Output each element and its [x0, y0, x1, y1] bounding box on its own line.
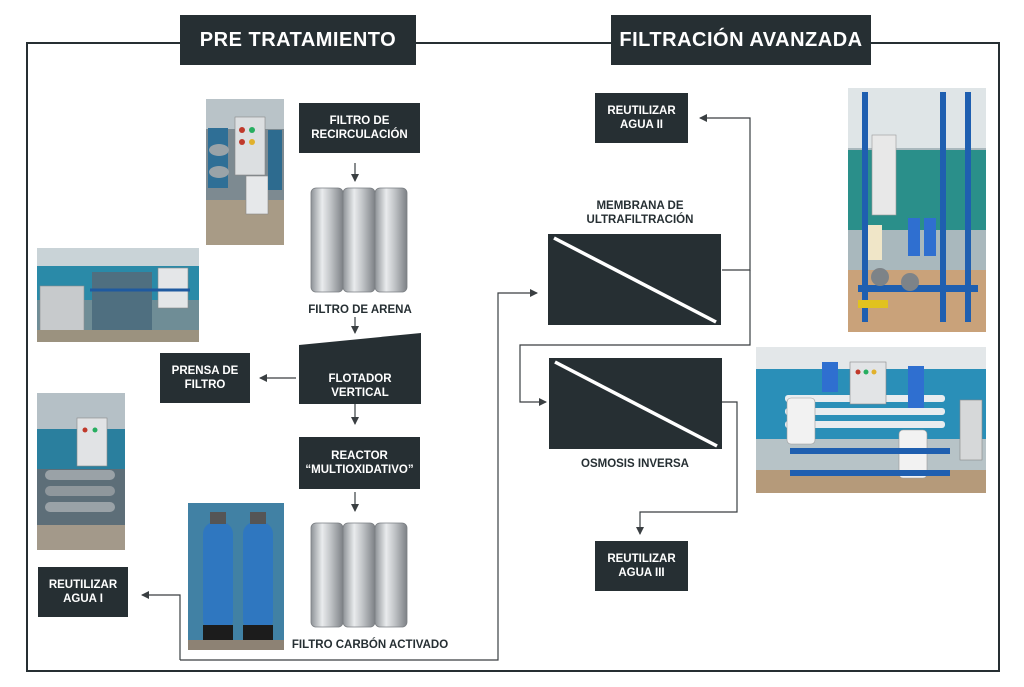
arrow-to-reuse-1: [141, 591, 181, 660]
header-pretreatment: PRE TRATAMIENTO: [180, 15, 416, 65]
photo-recirculation-equipment: [206, 99, 284, 245]
diagram-frame: [26, 42, 1000, 672]
arrow-uf-to-osmosis: [519, 270, 751, 406]
filter-press-label: PRENSA DE FILTRO: [171, 365, 239, 391]
reuse-water-2-box: REUTILIZAR AGUA II: [595, 93, 688, 143]
ultrafiltration-membrane-label: MEMBRANA DE ULTRAFILTRACIÓN: [570, 185, 710, 227]
arrow-to-reuse-2: [699, 114, 751, 271]
recirculation-filter-box: FILTRO DE RECIRCULACIÓN: [299, 103, 420, 153]
multioxidative-reactor-label: REACTOR “MULTIOXIDATIVO”: [305, 450, 414, 476]
photo-reverse-osmosis-skid: [756, 347, 986, 493]
arrow-to-ultrafiltration: [180, 289, 538, 661]
sand-filter-label: FILTRO DE ARENA: [308, 304, 412, 316]
reuse-water-1-box: REUTILIZAR AGUA I: [38, 567, 128, 617]
reuse-water-1-label: REUTILIZAR AGUA I: [48, 579, 118, 605]
reverse-osmosis-label: OSMOSIS INVERSA: [581, 458, 689, 470]
multioxidative-reactor-box: REACTOR “MULTIOXIDATIVO”: [299, 437, 420, 489]
reverse-osmosis-module-icon: [549, 358, 722, 449]
arrow-to-reuse-3: [636, 401, 738, 535]
activated-carbon-filter-label: FILTRO CARBÓN ACTIVADO: [291, 639, 449, 651]
photo-reactor-piping: [37, 393, 125, 550]
reuse-water-3-box: REUTILIZAR AGUA III: [595, 541, 688, 591]
photo-flotation-plant: [37, 248, 199, 342]
ultrafiltration-module-icon: [548, 234, 721, 325]
photo-carbon-tanks: [188, 503, 284, 650]
carbon-filter-icon: [310, 522, 408, 628]
recirculation-filter-label: FILTRO DE RECIRCULACIÓN: [311, 115, 408, 141]
vertical-flotator-text: FLOTADOR VERTICAL: [328, 373, 392, 399]
reuse-water-3-label: REUTILIZAR AGUA III: [607, 553, 676, 579]
sand-filter-icon: [310, 187, 408, 293]
reuse-water-2-label: REUTILIZAR AGUA II: [607, 105, 676, 131]
filter-press-box: PRENSA DE FILTRO: [160, 353, 250, 403]
header-advanced-filtration: FILTRACIÓN AVANZADA: [611, 15, 871, 65]
photo-ultrafiltration-skid: [848, 88, 986, 332]
ultrafiltration-membrane-text: MEMBRANA DE ULTRAFILTRACIÓN: [586, 200, 694, 226]
vertical-flotator-label: FLOTADOR VERTICAL: [299, 358, 421, 400]
